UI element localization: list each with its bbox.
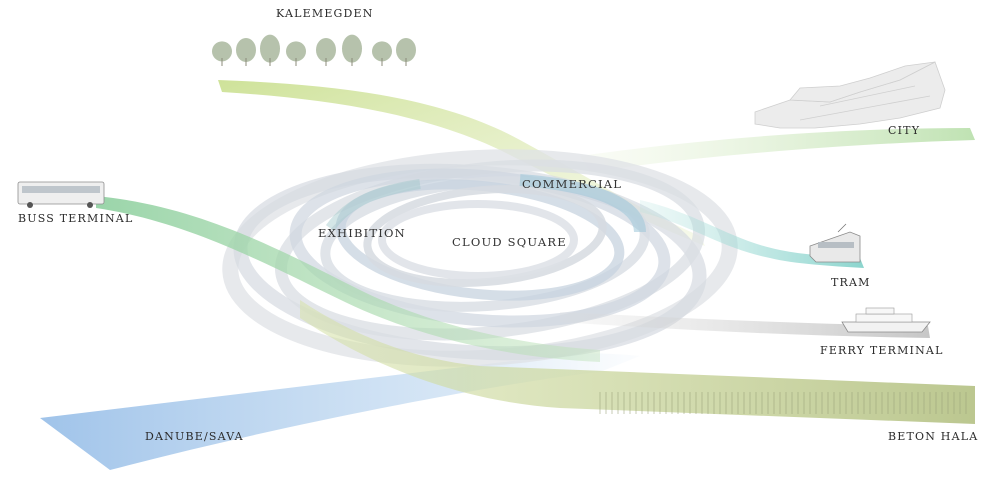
tram-label: TRAM xyxy=(831,276,871,289)
tree-icon xyxy=(316,38,336,66)
danube-sava-label: DANUBE/SAVA xyxy=(145,430,244,443)
beton-hala-flow xyxy=(300,300,975,424)
ferry-icon xyxy=(841,307,931,333)
tree-icon xyxy=(286,41,306,66)
tree-icon xyxy=(212,41,232,66)
beton-hala-arcade xyxy=(599,392,967,414)
city-buildings-icon xyxy=(754,61,946,129)
tree-icon xyxy=(236,38,256,66)
city-label: CITY xyxy=(888,124,921,137)
tree-icon xyxy=(372,41,392,66)
tree-icon xyxy=(342,34,362,66)
beton-hala-label: BETON HALA xyxy=(888,430,979,443)
tree-icon xyxy=(212,34,416,66)
ferry-terminal-label: FERRY TERMINAL xyxy=(820,344,944,357)
ferry-terminal-flow xyxy=(560,312,930,338)
commercial-label: COMMERCIAL xyxy=(522,177,623,191)
exhibition-label: EXHIBITION xyxy=(318,226,406,240)
tram-icon xyxy=(809,223,861,263)
tree-icon xyxy=(396,38,416,66)
tree-icon xyxy=(260,34,280,66)
bus-icon xyxy=(17,181,105,208)
buss-terminal-label: BUSS TERMINAL xyxy=(18,212,134,225)
cloud-square-label: CLOUD SQUARE xyxy=(452,235,567,249)
kalemegden-label: KALEMEGDEN xyxy=(276,7,374,20)
buss-terminal-flow xyxy=(96,196,600,362)
city-flow xyxy=(580,128,975,172)
